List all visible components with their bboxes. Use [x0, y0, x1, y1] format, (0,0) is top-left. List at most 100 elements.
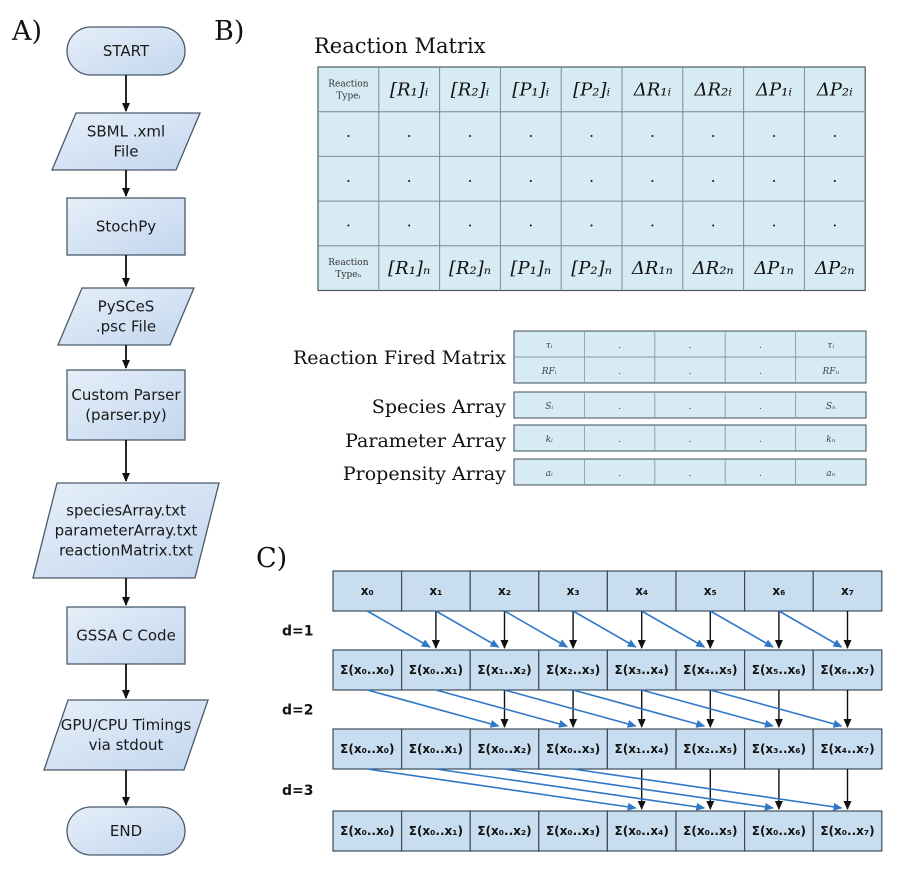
- scan-cell-label: x₄: [635, 584, 648, 598]
- matrix-dot-cell: .: [407, 211, 412, 230]
- scan-cell-label: Σ(x₀..x₀): [340, 824, 394, 838]
- matrix-dot-cell: .: [467, 167, 472, 186]
- flowchart-node-label: parameterArray.txt: [55, 522, 198, 540]
- scan-cell: [538, 810, 608, 852]
- array-cell: .: [618, 469, 621, 479]
- scan-cell: [812, 728, 883, 770]
- scan-diagonal-arrow: [641, 610, 706, 648]
- matrix-row-header: Reaction: [328, 79, 368, 89]
- scan-cell-label: Σ(x₃..x₄): [615, 663, 669, 677]
- flowchart-node-label: reactionMatrix.txt: [59, 542, 193, 560]
- scan-cell: [332, 570, 403, 612]
- matrix-cell: ΔR₁ᵢ: [633, 79, 672, 100]
- matrix-dot-cell: .: [407, 167, 412, 186]
- matrix-dot-cell: .: [650, 211, 655, 230]
- scan-diagonal-arrow: [709, 610, 774, 648]
- array-cell: .: [689, 435, 692, 445]
- scan-cell: [332, 810, 403, 852]
- matrix-dot-cell: .: [771, 211, 776, 230]
- process-shape: [66, 606, 186, 665]
- scan-diagonal-arrow: [504, 610, 568, 648]
- scan-diagonal-arrow: [366, 610, 431, 648]
- io-shape: [51, 112, 201, 171]
- matrix-dot-cell: .: [650, 167, 655, 186]
- scan-cell: [538, 649, 608, 691]
- array-cell: .: [759, 402, 762, 412]
- terminal-shape: [66, 806, 186, 856]
- array-cell: Sᵢ: [545, 402, 553, 412]
- scan-cell-label: x₆: [772, 584, 785, 598]
- array-box: [513, 424, 867, 452]
- matrix-row-header: Typeₙ: [335, 270, 361, 280]
- array-cell: RFᵢ: [541, 367, 557, 377]
- scan-level-label: d=1: [282, 624, 314, 640]
- flowchart-node-parser: Custom Parser(parser.py): [66, 369, 186, 441]
- scan-cell-label: Σ(x₁..x₄): [615, 742, 669, 756]
- flowchart-node-label: via stdout: [89, 736, 164, 754]
- array-cell: .: [689, 367, 692, 377]
- array-cell: .: [689, 402, 692, 412]
- flowchart-node-label: GPU/CPU Timings: [61, 716, 192, 734]
- matrix-cell: [R₁]ₙ: [388, 258, 430, 279]
- scan-cell: [606, 649, 677, 691]
- matrix-cell: [P₁]ₙ: [510, 258, 551, 279]
- flowchart-node-stochpy: StochPy: [66, 197, 186, 256]
- scan-cell-label: x₅: [704, 584, 717, 598]
- scan-diagonal-arrow: [572, 768, 843, 811]
- array-cell: .: [618, 367, 621, 377]
- matrix-row-header: Reaction: [328, 258, 368, 268]
- scan-cell: [675, 649, 746, 691]
- scan-cell: [606, 728, 677, 770]
- array-cell: Sₙ: [826, 402, 836, 412]
- scan-cell: [469, 728, 540, 770]
- io-shape: [43, 699, 209, 771]
- scan-row: Σ(x₀..x₀)Σ(x₀..x₁)Σ(x₁..x₂)Σ(x₂..x₃)Σ(x₃…: [332, 649, 883, 691]
- array-cell: .: [759, 341, 762, 351]
- matrix-cell: [P₂]ᵢ: [573, 79, 610, 100]
- scan-diagonal-arrow: [504, 768, 774, 811]
- array-cell: kᵢ: [546, 435, 553, 445]
- matrix-dot-cell: .: [467, 211, 472, 230]
- scan-diagonal-arrow: [641, 689, 774, 728]
- flowchart-node-pysces: PySCeS.psc File: [57, 287, 195, 346]
- reaction-matrix-title: Reaction Matrix: [314, 34, 486, 58]
- matrix-cell: ΔP₁ₙ: [753, 258, 794, 279]
- scan-row: Σ(x₀..x₀)Σ(x₀..x₁)Σ(x₀..x₂)Σ(x₀..x₃)Σ(x₁…: [332, 728, 883, 770]
- panel-label-b: B): [214, 16, 244, 47]
- scan-diagonal-arrow: [572, 689, 706, 728]
- matrix-row-header: Typeᵢ: [336, 91, 360, 101]
- scan-cell-label: Σ(x₆..x₇): [820, 663, 874, 677]
- matrix-dot-cell: .: [832, 211, 837, 230]
- scan-cell: [675, 570, 746, 612]
- array-box: [513, 458, 867, 486]
- flowchart-node-arrays: speciesArray.txtparameterArray.txtreacti…: [32, 482, 220, 579]
- scan-cell-label: Σ(x₀..x₀): [340, 663, 394, 677]
- scan-cell: [743, 728, 814, 770]
- matrix-dot-cell: .: [771, 122, 776, 141]
- scan-cell-label: Σ(x₀..x₆): [752, 824, 806, 838]
- scan-cell: [401, 810, 471, 852]
- array-label: Reaction Fired Matrix: [293, 347, 506, 369]
- matrix-dot-cell: .: [528, 211, 533, 230]
- scan-cell-label: Σ(x₀..x₀): [340, 742, 394, 756]
- io-shape: [57, 287, 195, 346]
- scan-level-label: d=3: [282, 783, 314, 799]
- scan-cell-label: Σ(x₃..x₆): [752, 742, 806, 756]
- scan-cell-label: Σ(x₀..x₃): [546, 824, 600, 838]
- flowchart-node-label: START: [103, 42, 150, 60]
- scan-cell: [401, 728, 471, 770]
- matrix-dot-cell: .: [346, 211, 351, 230]
- array-cell: aₙ: [826, 469, 835, 479]
- matrix-dot-cell: .: [832, 122, 837, 141]
- panel-label-a: A): [11, 16, 42, 47]
- flowchart-node-label: GSSA C Code: [76, 627, 176, 645]
- scan-diagonal-arrow: [435, 768, 706, 811]
- array-cell: τᵢ: [827, 341, 834, 351]
- array-cell: .: [759, 469, 762, 479]
- matrix-cell: [R₁]ᵢ: [390, 79, 429, 100]
- flowchart-node-label: (parser.py): [85, 406, 167, 424]
